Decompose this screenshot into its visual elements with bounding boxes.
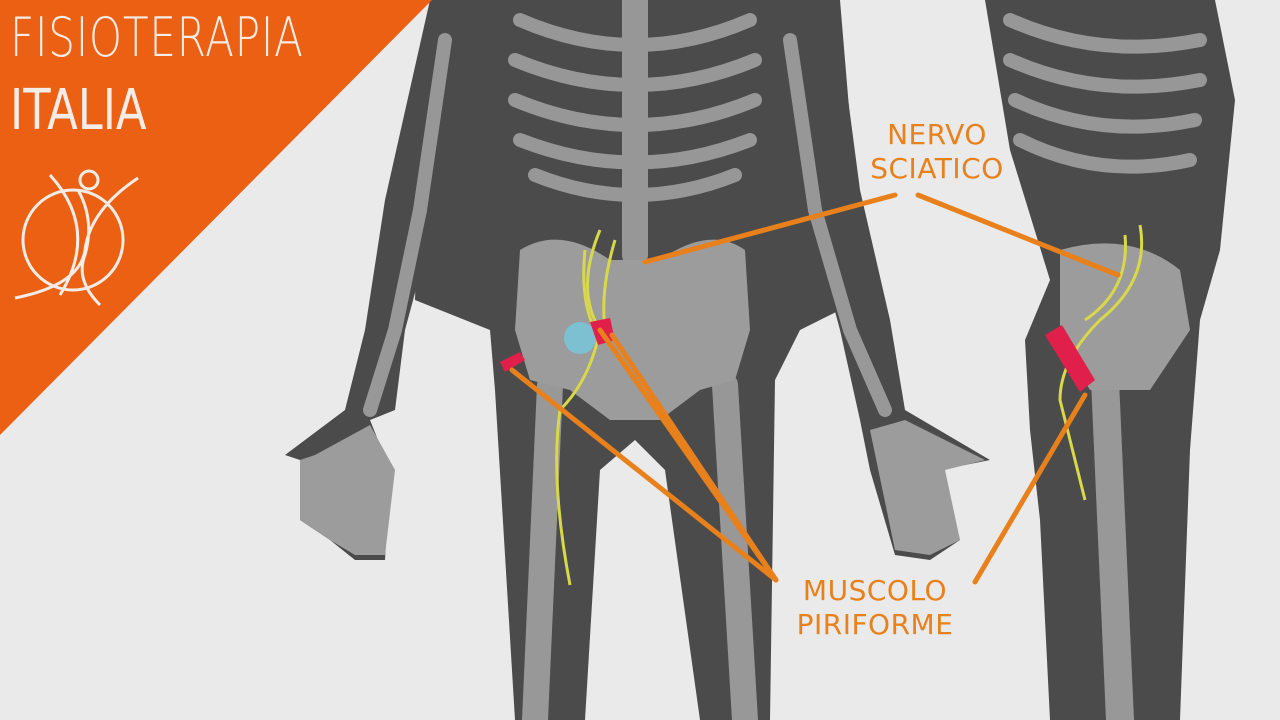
pelvis bbox=[300, 239, 1190, 555]
leader-line-piriformis-side bbox=[972, 392, 1088, 585]
brand-banner bbox=[0, 0, 432, 435]
brand-logo-icon bbox=[14, 169, 139, 307]
highlight-glow bbox=[564, 322, 596, 354]
leader-line-nerve-side bbox=[915, 192, 1121, 278]
label-piriformis: MUSCOLO PIRIFORME bbox=[785, 574, 965, 642]
label-sciatic-nerve-line2: SCIATICO bbox=[870, 152, 1004, 185]
brand-name-line1: FISIOTERAPIA bbox=[10, 6, 304, 69]
label-piriformis-line1: MUSCOLO bbox=[802, 574, 948, 607]
leader-line-nerve-front bbox=[642, 192, 898, 265]
leader-lines bbox=[509, 192, 1121, 585]
leader-line-piriformis-3 bbox=[609, 332, 779, 583]
skeleton bbox=[363, 0, 1207, 720]
leader-line-piriformis-1 bbox=[509, 367, 779, 583]
brand-name-line2: ITALIA bbox=[10, 78, 147, 143]
label-sciatic-nerve-line1: NERVO bbox=[887, 118, 987, 151]
label-sciatic-nerve: NERVO SCIATICO bbox=[862, 118, 1012, 186]
label-piriformis-line2: PIRIFORME bbox=[796, 608, 954, 641]
